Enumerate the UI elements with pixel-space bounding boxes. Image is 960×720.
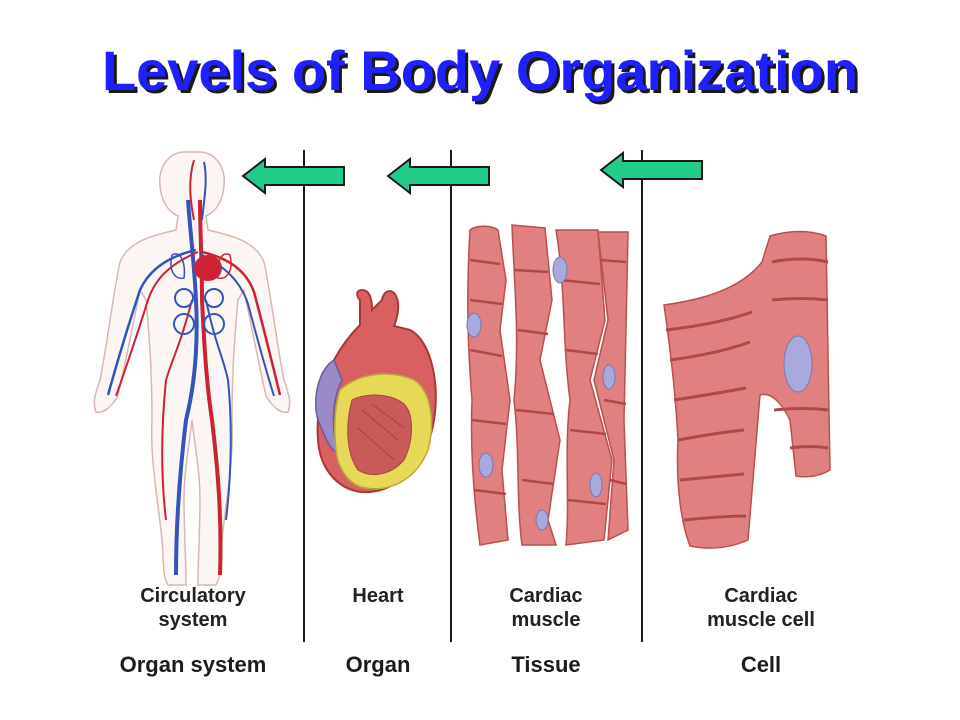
column-label-cardiac-muscle-cell: Cardiac muscle cell <box>666 584 856 632</box>
heart-illustration <box>315 288 437 494</box>
column-divider <box>450 150 452 642</box>
left-arrow-icon <box>386 157 490 195</box>
column-label-heart: Heart <box>318 584 438 608</box>
level-cell: Cell <box>740 652 782 677</box>
column-label-cardiac-muscle: Cardiac muscle <box>466 584 626 632</box>
cardiac-muscle-tissue-illustration <box>466 224 629 546</box>
label-line: Cardiac <box>509 585 583 607</box>
circulatory-system-illustration <box>93 151 291 586</box>
cardiac-muscle-cell-illustration <box>663 230 831 549</box>
column-label-circulatory-system: Circulatory system <box>103 584 283 632</box>
label-line: muscle <box>511 609 581 631</box>
label-line: Circulatory <box>140 585 246 607</box>
label-line: system <box>158 609 228 631</box>
level-organ-system: Organ system <box>119 652 267 677</box>
column-divider <box>303 150 305 642</box>
left-arrow-icon <box>599 151 703 189</box>
label-line: muscle cell <box>707 609 815 631</box>
level-tissue: Tissue <box>511 652 581 677</box>
label-line: Heart <box>352 585 404 607</box>
level-organ: Organ <box>345 652 411 677</box>
column-divider <box>641 150 643 642</box>
label-line: Cardiac <box>724 585 798 607</box>
page-title: Levels of Body Organization <box>101 39 859 102</box>
left-arrow-icon <box>241 157 345 195</box>
